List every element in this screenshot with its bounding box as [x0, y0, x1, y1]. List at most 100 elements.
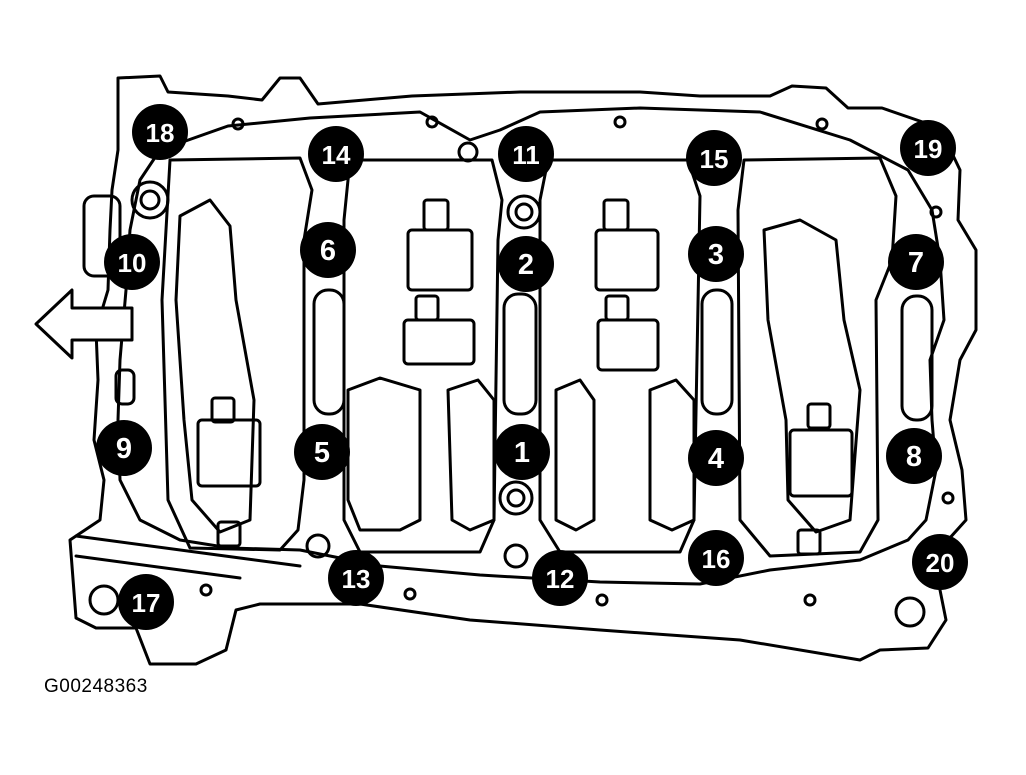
web-3 — [538, 158, 702, 554]
crank-throw-2 — [346, 376, 422, 532]
bolt-badge-20: 20 — [912, 534, 968, 590]
bolt-badge-number: 12 — [546, 564, 575, 594]
bolt-badge-number: 5 — [314, 437, 330, 469]
dowel-hole — [231, 117, 245, 131]
rod-cap-1 — [406, 228, 474, 292]
cap-bolt-g — [806, 402, 832, 430]
crank-throw-3 — [446, 378, 496, 532]
bolt-badge-7: 7 — [888, 234, 944, 290]
bolt-badge-circle — [328, 550, 384, 606]
bolt-badge-number: 3 — [708, 239, 724, 271]
bolt-badge-circle — [688, 530, 744, 586]
bolt-badge-10: 10 — [104, 234, 160, 290]
bolt-badge-number: 8 — [906, 441, 922, 473]
dowel-hole — [305, 533, 331, 559]
bolt-badge-number: 6 — [320, 235, 336, 267]
bolt-badge-circle — [104, 234, 160, 290]
bolt-badge-number: 7 — [908, 247, 924, 279]
bolt-badge-6: 6 — [300, 222, 356, 278]
dowel-hole — [88, 584, 120, 616]
bolt-badge-circle — [308, 126, 364, 182]
bolt-badge-circle — [96, 420, 152, 476]
bolt-badge-circle — [912, 534, 968, 590]
boss — [506, 194, 542, 230]
bolt-badge-number: 11 — [512, 140, 540, 170]
dowel-hole — [613, 115, 627, 129]
bolt-badge-number: 10 — [118, 248, 147, 278]
crank-throw-4 — [554, 378, 596, 532]
bolt-badge-number: 15 — [700, 144, 729, 174]
rod-cap-3 — [594, 228, 660, 292]
bolt-badge-number: 1 — [514, 437, 530, 469]
boss — [498, 480, 534, 516]
dowel-hole — [503, 543, 529, 569]
bolt-badge-circle — [498, 236, 554, 292]
bolt-badge-number: 18 — [146, 118, 175, 148]
bolt-badge-number: 2 — [518, 249, 534, 281]
bolt-badge-number: 19 — [914, 134, 943, 164]
bolt-badge-16: 16 — [688, 530, 744, 586]
crank-throw-1 — [174, 198, 256, 534]
dowel-hole — [199, 583, 213, 597]
bolt-badge-circle — [688, 226, 744, 282]
figure-id: G00248363 — [44, 676, 148, 697]
bolt-badge-circle — [300, 222, 356, 278]
bolt-badge-circle — [294, 424, 350, 480]
cap-bolt-c — [602, 198, 630, 232]
crank-throw-6 — [762, 218, 862, 534]
bolt-badge-circle — [494, 424, 550, 480]
bolt-badge-4: 4 — [688, 430, 744, 486]
cap-bolt-b — [414, 294, 440, 322]
bolt-badge-number: 17 — [132, 588, 161, 618]
cap-bolt-h — [796, 528, 822, 556]
flange-bottom — [74, 534, 302, 568]
cap-bolt-a — [422, 198, 450, 232]
bolt-badge-circle — [686, 130, 742, 186]
flange-bottom-2 — [74, 554, 242, 580]
web-1 — [160, 156, 314, 552]
bolt-badge-circle — [888, 234, 944, 290]
dowel-hole — [403, 587, 417, 601]
cap-bolt-d — [604, 294, 630, 322]
dowel-hole — [894, 596, 926, 628]
rod-cap-4 — [596, 318, 660, 372]
dowel-hole — [425, 115, 439, 129]
dowel-hole — [595, 593, 609, 607]
bolt-badge-17: 17 — [118, 574, 174, 630]
oil-slot-5 — [114, 368, 136, 406]
bolt-badge-circle — [532, 550, 588, 606]
oil-slot-2 — [502, 292, 538, 416]
web-4 — [736, 156, 898, 558]
bolt-badge-13: 13 — [328, 550, 384, 606]
bolt-badge-number: 9 — [116, 433, 132, 465]
boss — [139, 189, 161, 211]
bolt-badge-circle — [688, 430, 744, 486]
dowel-hole — [803, 593, 817, 607]
bolt-badge-circle — [118, 574, 174, 630]
bolt-badge-9: 9 — [96, 420, 152, 476]
boss — [506, 488, 526, 508]
bolt-badge-circle — [900, 120, 956, 176]
rod-cap-5 — [196, 418, 262, 488]
bolt-badge-number: 14 — [322, 140, 351, 170]
dowel-hole — [815, 117, 829, 131]
bolt-badge-3: 3 — [688, 226, 744, 282]
bolt-badge-11: 11 — [498, 126, 554, 182]
oil-slot-4 — [900, 294, 934, 422]
bolt-badge-19: 19 — [900, 120, 956, 176]
oil-slot-1 — [312, 288, 346, 416]
bolt-badge-15: 15 — [686, 130, 742, 186]
sensor-fitting — [82, 194, 122, 278]
dowel-hole — [457, 141, 479, 163]
rod-cap-6 — [788, 428, 854, 498]
rod-cap-2 — [402, 318, 476, 366]
dowel-hole — [929, 205, 943, 219]
bolt-badge-number: 20 — [926, 548, 955, 578]
bolt-badge-14: 14 — [308, 126, 364, 182]
bolt-badge-8: 8 — [886, 428, 942, 484]
oil-slot-3 — [700, 288, 734, 416]
dowel-hole — [941, 491, 955, 505]
